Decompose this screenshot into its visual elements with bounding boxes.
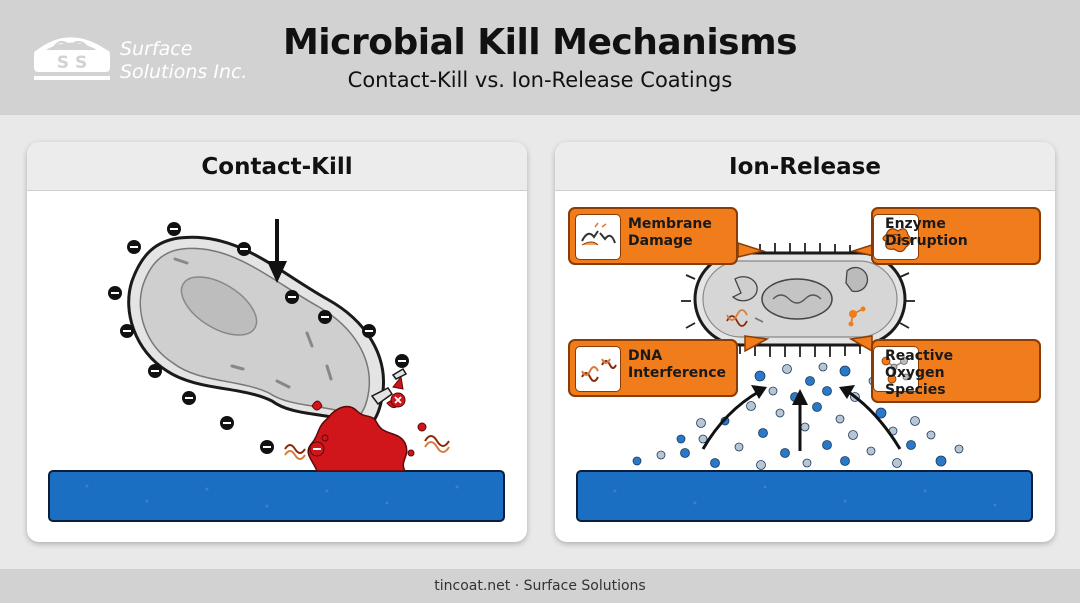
ros-label-line2: Oxygen (885, 365, 945, 381)
reactive-oxygen-icon (873, 346, 919, 392)
membrane-damage-label: Membrane Damage (628, 216, 712, 250)
enzyme-label-line2: Disruption (885, 233, 968, 249)
bacterium-nucleoid (180, 276, 258, 336)
contact-kill-illustration (48, 219, 505, 522)
contact-kill-panel: Contact-Kill (27, 142, 527, 542)
enzyme-disruption-icon (873, 214, 919, 260)
down-arrow-icon (267, 219, 287, 283)
cell-ros-icon (848, 306, 866, 327)
logo-text: Surface Solutions Inc. (120, 38, 247, 84)
ros-label-line1: Reactive (885, 348, 954, 364)
contact-kill-title: Contact-Kill (27, 142, 527, 191)
dna-label-line1: DNA (628, 348, 663, 364)
dna-interference-icon (575, 346, 621, 392)
logo-line1: Surface (120, 38, 193, 60)
rupture-splash (307, 405, 408, 472)
bacterium-cilia (681, 243, 915, 357)
kill-marker-x-icon (390, 392, 406, 408)
enzyme-disruption-callout: Enzyme Disruption (871, 207, 1041, 265)
ribosome-marks (173, 257, 333, 389)
negative-charge-signs (111, 228, 406, 448)
header-bar: S S Surface Solutions Inc. Microbial Kil… (0, 0, 1080, 115)
ion-substrate-texture (613, 485, 997, 507)
nucleoid-fold (772, 294, 822, 304)
reactive-oxygen-callout: Reactive Oxygen Species (871, 339, 1041, 403)
membrane-label-line1: Membrane (628, 216, 712, 232)
substrate-texture (85, 484, 459, 508)
dna-fragment-icon (284, 435, 450, 460)
logo-line2: Solutions Inc. (120, 61, 248, 83)
page-subtitle: Contact-Kill vs. Ion-Release Coatings (347, 68, 733, 92)
membrane-fragments (370, 367, 408, 406)
enzyme-label-line1: Enzyme (885, 216, 946, 232)
damaged-vesicle-icon (731, 276, 758, 302)
enzyme-disruption-label: Enzyme Disruption (885, 216, 968, 250)
logo-underline (34, 76, 110, 80)
footer-bar: tincoat.net · Surface Solutions (0, 569, 1080, 603)
ion-substrate (576, 470, 1033, 522)
upward-arrows-icon (701, 389, 902, 451)
ion-bacterium-nucleoid (761, 278, 833, 320)
ion-release-panel: Ion-Release (555, 142, 1055, 542)
membrane-damage-icon (575, 214, 621, 260)
ion-release-title: Ion-Release (555, 142, 1055, 191)
reactive-oxygen-label: Reactive Oxygen Species (885, 348, 953, 399)
logo-arc (34, 37, 110, 57)
ion-release-illustration (576, 241, 1033, 522)
logo-letters: S S (57, 53, 87, 73)
enzyme-blob-icon (845, 266, 869, 293)
company-logo: S S (34, 37, 110, 80)
cell-dna-icon (726, 309, 764, 327)
dna-interference-callout: DNA Interference (568, 339, 738, 397)
contact-substrate (48, 470, 505, 522)
logo-plate (34, 50, 110, 72)
dna-interference-label: DNA Interference (628, 348, 726, 382)
logo-swoosh (51, 40, 91, 51)
footer-text: tincoat.net · Surface Solutions (434, 578, 646, 594)
arrowheads (751, 385, 855, 405)
ros-label-line3: Species (885, 382, 946, 398)
membrane-label-line2: Damage (628, 233, 693, 249)
membrane-damage-callout: Membrane Damage (568, 207, 738, 265)
kill-marker-minus-icon (309, 441, 325, 457)
dna-label-line2: Interference (628, 365, 727, 381)
page-title: Microbial Kill Mechanisms (282, 22, 798, 63)
